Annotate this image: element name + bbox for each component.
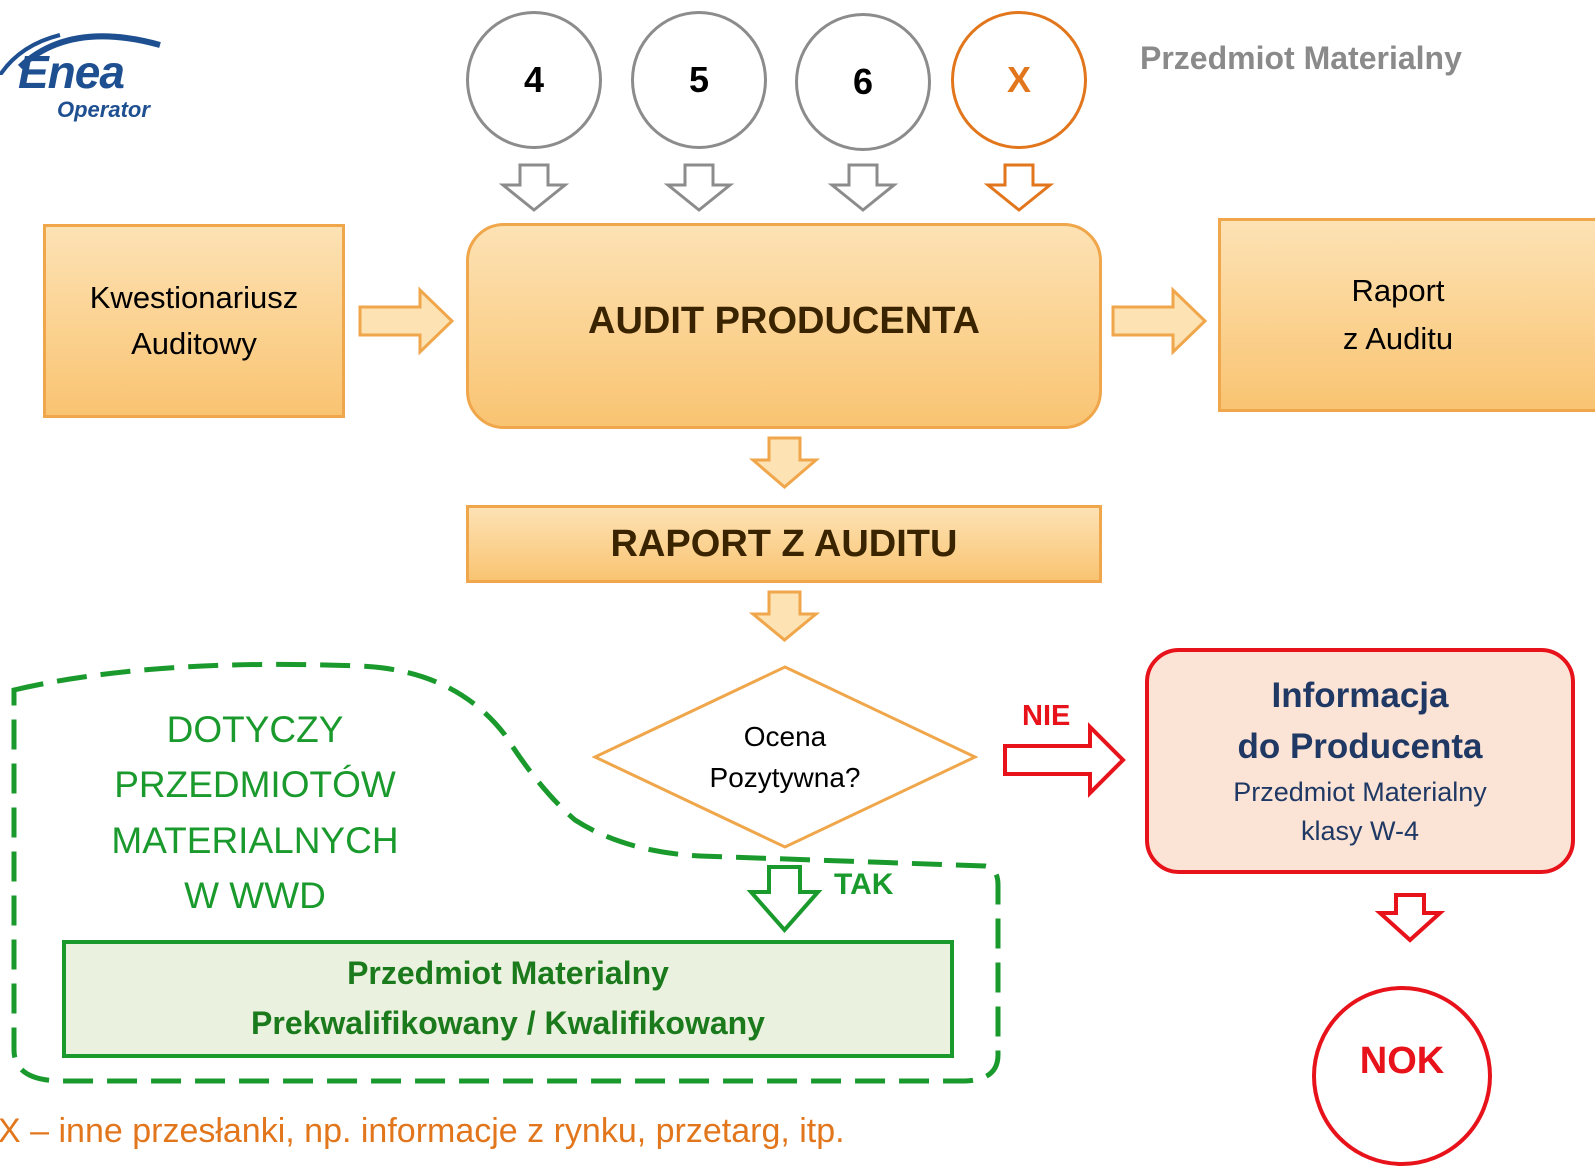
decision-line1: Ocena — [743, 721, 827, 753]
input-label-5: 5 — [688, 59, 710, 100]
questionnaire-line1: Kwestionariusz — [89, 279, 299, 315]
decision-line2: Pozytywna? — [709, 762, 861, 793]
wwd-region-line3: MATERIALNYCH — [111, 819, 399, 861]
info-line2: klasy W-4 — [1300, 815, 1420, 846]
report-output-box: Raport z Auditu — [1218, 218, 1595, 412]
logo-subtitle: Operator — [57, 97, 150, 122]
input-arrow-4 — [498, 163, 570, 212]
wwd-region-line2: PRZEDMIOTÓW — [114, 764, 396, 805]
arrow-audit-to-report-out — [1111, 286, 1208, 356]
questionnaire-box: Kwestionariusz Auditowy — [43, 224, 345, 418]
arrow-audit-to-report — [748, 436, 821, 489]
report-output-line1: Raport — [1351, 272, 1445, 308]
qualified-line1: Przedmiot Materialny — [347, 955, 669, 992]
info-line1: Przedmiot Materialny — [1233, 776, 1487, 807]
logo-brand: Enea — [18, 46, 125, 98]
wwd-region-line1: DOTYCZY — [166, 708, 344, 750]
nok-label: NOK — [1359, 1039, 1445, 1082]
input-label-x: X — [1006, 59, 1031, 100]
input-label-4: 4 — [523, 59, 545, 100]
info-title-line1: Informacja — [1271, 676, 1449, 716]
input-circle-x: X — [951, 11, 1087, 149]
wwd-region-line4: W WWD — [184, 875, 326, 916]
input-circle-6: 6 — [795, 13, 931, 151]
input-circle-4: 4 — [466, 11, 602, 149]
info-title-line2: do Producenta — [1237, 726, 1483, 766]
arrow-info-to-nok — [1374, 893, 1446, 943]
input-arrow-5 — [663, 163, 735, 212]
wwd-region-border — [11, 661, 1001, 1084]
input-arrow-6 — [827, 163, 899, 212]
nok-circle: NOK — [1312, 986, 1492, 1166]
report-label: RAPORT Z AUDITU — [610, 522, 958, 565]
arrow-questionnaire-to-audit — [358, 286, 455, 356]
questionnaire-line2: Auditowy — [131, 326, 257, 361]
wwd-region-label: DOTYCZY PRZEDMIOTÓW MATERIALNYCH W WWD — [60, 700, 450, 925]
input-label-6: 6 — [852, 61, 874, 102]
edge-label-yes: TAK — [834, 868, 894, 901]
info-box: Informacja do Producenta Przedmiot Mater… — [1145, 648, 1575, 874]
qualified-box: Przedmiot Materialny Prekwalifikowany / … — [62, 940, 954, 1058]
enea-logo: Enea Operator — [0, 15, 190, 125]
edge-label-no: NIE — [1022, 700, 1071, 732]
input-arrow-x — [983, 163, 1055, 212]
qualified-line2: Prekwalifikowany / Kwalifikowany — [251, 1005, 765, 1041]
input-circle-5: 5 — [631, 11, 767, 149]
arrow-yes — [746, 865, 823, 934]
arrow-report-to-decision — [748, 590, 821, 642]
decision-label: Ocena Pozytywna? — [660, 715, 910, 801]
arrow-no — [1003, 722, 1126, 798]
decision-diamond — [591, 665, 979, 849]
audit-label: AUDIT PRODUCENTA — [588, 299, 980, 342]
report-box: RAPORT Z AUDITU — [466, 505, 1102, 583]
audit-box: AUDIT PRODUCENTA — [466, 223, 1102, 429]
logo-swoosh-icon — [0, 33, 161, 75]
footnote: X – inne przesłanki, np. informacje z ry… — [0, 1112, 845, 1150]
page-title: Przedmiot Materialny — [1140, 40, 1462, 76]
report-output-line2: z Auditu — [1342, 321, 1454, 356]
